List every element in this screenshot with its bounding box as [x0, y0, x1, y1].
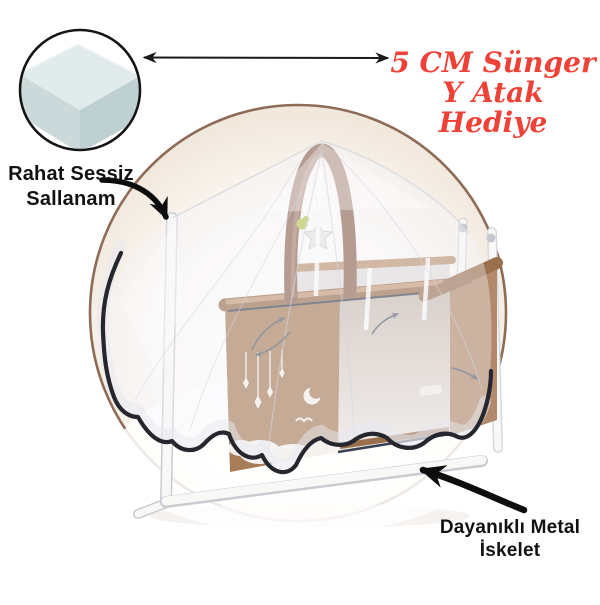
- print-star: [254, 395, 262, 409]
- mosquito-net: [96, 140, 494, 475]
- net-sheen: [262, 143, 430, 212]
- gift-label-line-2: Y Atak: [442, 76, 544, 109]
- rocking-label-line-1: Rahat Sessiz: [8, 163, 134, 185]
- gift-label: 5 CM Sünger Y Atak Hediye: [390, 48, 596, 138]
- frame-label-line-1: Dayanıklı Metal: [439, 517, 581, 538]
- metal-frame-left-post: [161, 213, 177, 507]
- gift-label-line-3: Hediye: [438, 106, 548, 139]
- net-gathered-band: [96, 240, 491, 472]
- rocking-label: Rahat Sessiz Sallanam: [0, 162, 142, 212]
- net-fold-lines: [134, 149, 483, 453]
- frame-label: Dayanıklı Metal İskelet: [424, 516, 596, 562]
- basket-right-face: [448, 262, 497, 436]
- brand-logo-mark: [419, 384, 442, 396]
- net-sheen-left: [120, 222, 182, 380]
- print-star: [243, 377, 249, 389]
- print-star: [279, 368, 285, 378]
- foam-right-face: [80, 76, 139, 149]
- foam-mattress-illustration: [21, 43, 139, 149]
- rocking-label-line-2: Sallanam: [26, 188, 116, 210]
- gift-label-line-1: 5 CM Sünger: [390, 46, 596, 79]
- airflow-arrows: [251, 312, 479, 380]
- rocking-curved-arrow: [99, 177, 169, 221]
- print-bird: [295, 417, 313, 423]
- swing-joint-back: [486, 233, 496, 243]
- print-star: [267, 386, 273, 398]
- net-black-trim: [100, 250, 494, 475]
- foam-left-face: [21, 74, 80, 149]
- basket-front-rail: [218, 278, 455, 312]
- rail-navy-piping: [227, 290, 446, 312]
- frame-curved-arrow: [419, 465, 528, 514]
- swing-joint-front: [458, 223, 468, 233]
- basket-left-face: [225, 296, 340, 472]
- foam-inset: [18, 28, 142, 152]
- net-canopy: [103, 141, 492, 473]
- frame-label-line-2: İskelet: [479, 540, 541, 561]
- foam-double-headed-arrow: [142, 51, 390, 64]
- hanger-pad: [418, 272, 474, 302]
- net-ties: [313, 169, 431, 331]
